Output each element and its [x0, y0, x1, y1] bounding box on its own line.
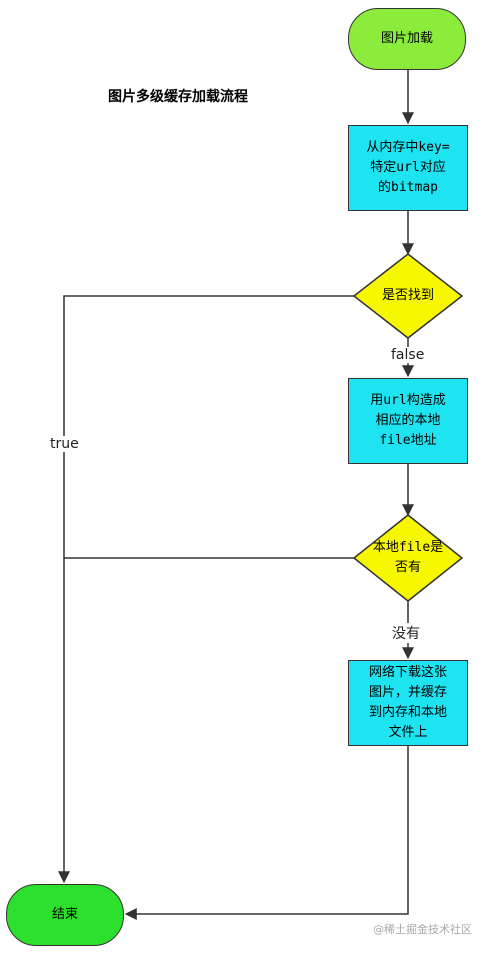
download-node: 网络下载这张 图片，并缓存 到内存和本地 文件上: [348, 660, 468, 746]
decision-file-exists-label: 本地file是 否有: [372, 540, 444, 575]
decision-found-label: 是否找到: [381, 288, 434, 303]
build-local-path-node: 用url构造成 相应的本地 file地址: [348, 378, 468, 464]
edge-label-false: false: [389, 347, 427, 363]
diagram-title: 图片多级缓存加载流程: [108, 89, 248, 105]
download-label: 网络下载这张 图片，并缓存 到内存和本地 文件上: [368, 665, 447, 740]
watermark: @稀土掘金技术社区: [373, 923, 472, 936]
edge-download-to-end: [124, 746, 409, 920]
edge-label-true: true: [48, 436, 81, 452]
decision-found-shape: [352, 253, 464, 339]
decision-file-exists-node: 本地file是 否有: [354, 515, 462, 601]
memory-lookup-node: 从内存中key= 特定url对应 的bitmap: [348, 125, 468, 211]
edge-found-true: [58, 295, 355, 884]
build-local-path-label: 用url构造成 相应的本地 file地址: [370, 393, 446, 448]
decision-found-node: 是否找到: [354, 254, 462, 338]
start-node-label: 图片加载: [380, 31, 433, 46]
decision-file-exists-shape: [352, 514, 464, 602]
edge-label-none: 没有: [390, 623, 422, 643]
end-node: 结束: [6, 884, 124, 946]
memory-lookup-label: 从内存中key= 特定url对应 的bitmap: [366, 140, 450, 195]
start-node: 图片加载: [348, 8, 466, 70]
end-node-label: 结束: [51, 907, 78, 922]
